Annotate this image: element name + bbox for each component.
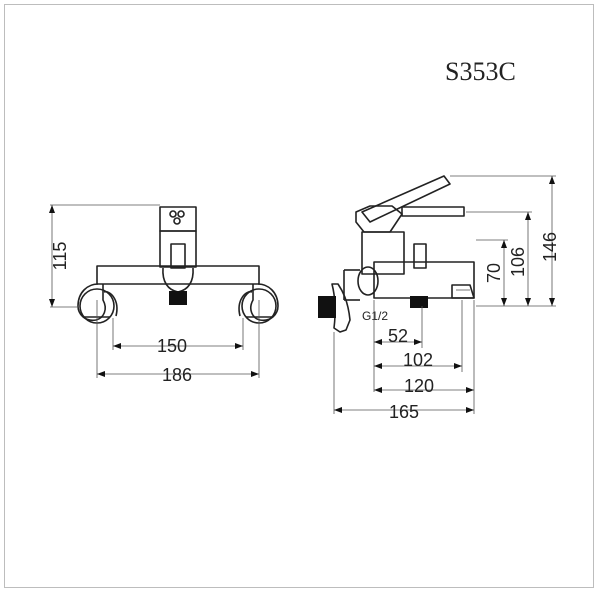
dimension-70: 70 [476,239,508,307]
front-right-connector [238,283,279,324]
dimension-165: 165 [333,332,475,422]
dimension-106: 106 [466,211,532,307]
label-186: 186 [162,365,192,385]
thread-spec-label: G1/2 [362,309,388,323]
dimension-186: 186 [96,300,260,385]
side-outlet-thread [410,296,428,308]
label-70: 70 [484,263,504,283]
label-120: 120 [404,376,434,396]
label-165: 165 [389,402,419,422]
dimension-115: 115 [49,204,160,308]
drawing-frame [4,4,594,588]
front-outlet-thread [169,291,187,305]
side-cartridge [361,231,405,275]
side-body-nut [357,266,379,296]
label-146: 146 [540,232,560,262]
dimension-146: 146 [450,175,560,307]
dimension-150: 150 [112,318,244,356]
front-lever [159,206,197,232]
side-inlet-thread [318,296,336,318]
front-body [96,265,260,285]
front-cartridge [159,230,197,268]
front-outlet-nut [162,267,194,293]
side-spout-tip [451,284,475,299]
front-diverter-knob [170,243,186,269]
label-150: 150 [157,336,187,356]
label-106: 106 [508,247,528,277]
side-lever [355,175,465,233]
model-code: S353C [445,57,516,86]
dimension-120: 120 [374,300,475,396]
side-diverter-knob [413,243,427,269]
label-102: 102 [403,350,433,370]
front-left-connector [77,283,118,324]
label-115: 115 [50,242,70,271]
dimension-102: 102 [374,300,463,372]
label-52: 52 [388,326,408,346]
dimension-52: 52 [373,300,423,392]
front-view: 115 150 186 [49,204,279,385]
side-view: G1/2 70 106 [318,175,560,422]
